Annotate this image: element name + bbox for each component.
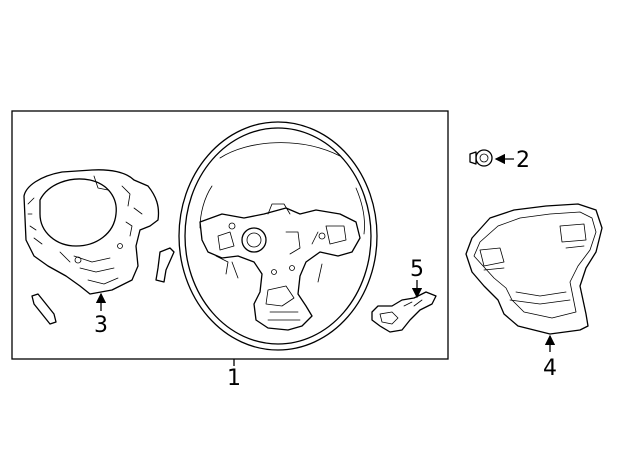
callout-4-label: 4 [543,356,557,381]
part-3-clip-right [155,247,175,283]
part-1-steering-wheel [178,121,378,351]
part-3-clip-left [31,293,57,325]
part-4-lower-garnish [465,203,603,335]
callout-2-label: 2 [516,148,530,173]
callout-1-label: 1 [227,366,241,391]
part-5-switch-bracket [371,291,437,333]
assembly-frame [11,110,449,360]
callout-3-label: 3 [94,313,108,338]
part-3-lower-cover [23,169,160,295]
part-2-screw [469,149,493,167]
callout-5-label: 5 [410,257,424,282]
